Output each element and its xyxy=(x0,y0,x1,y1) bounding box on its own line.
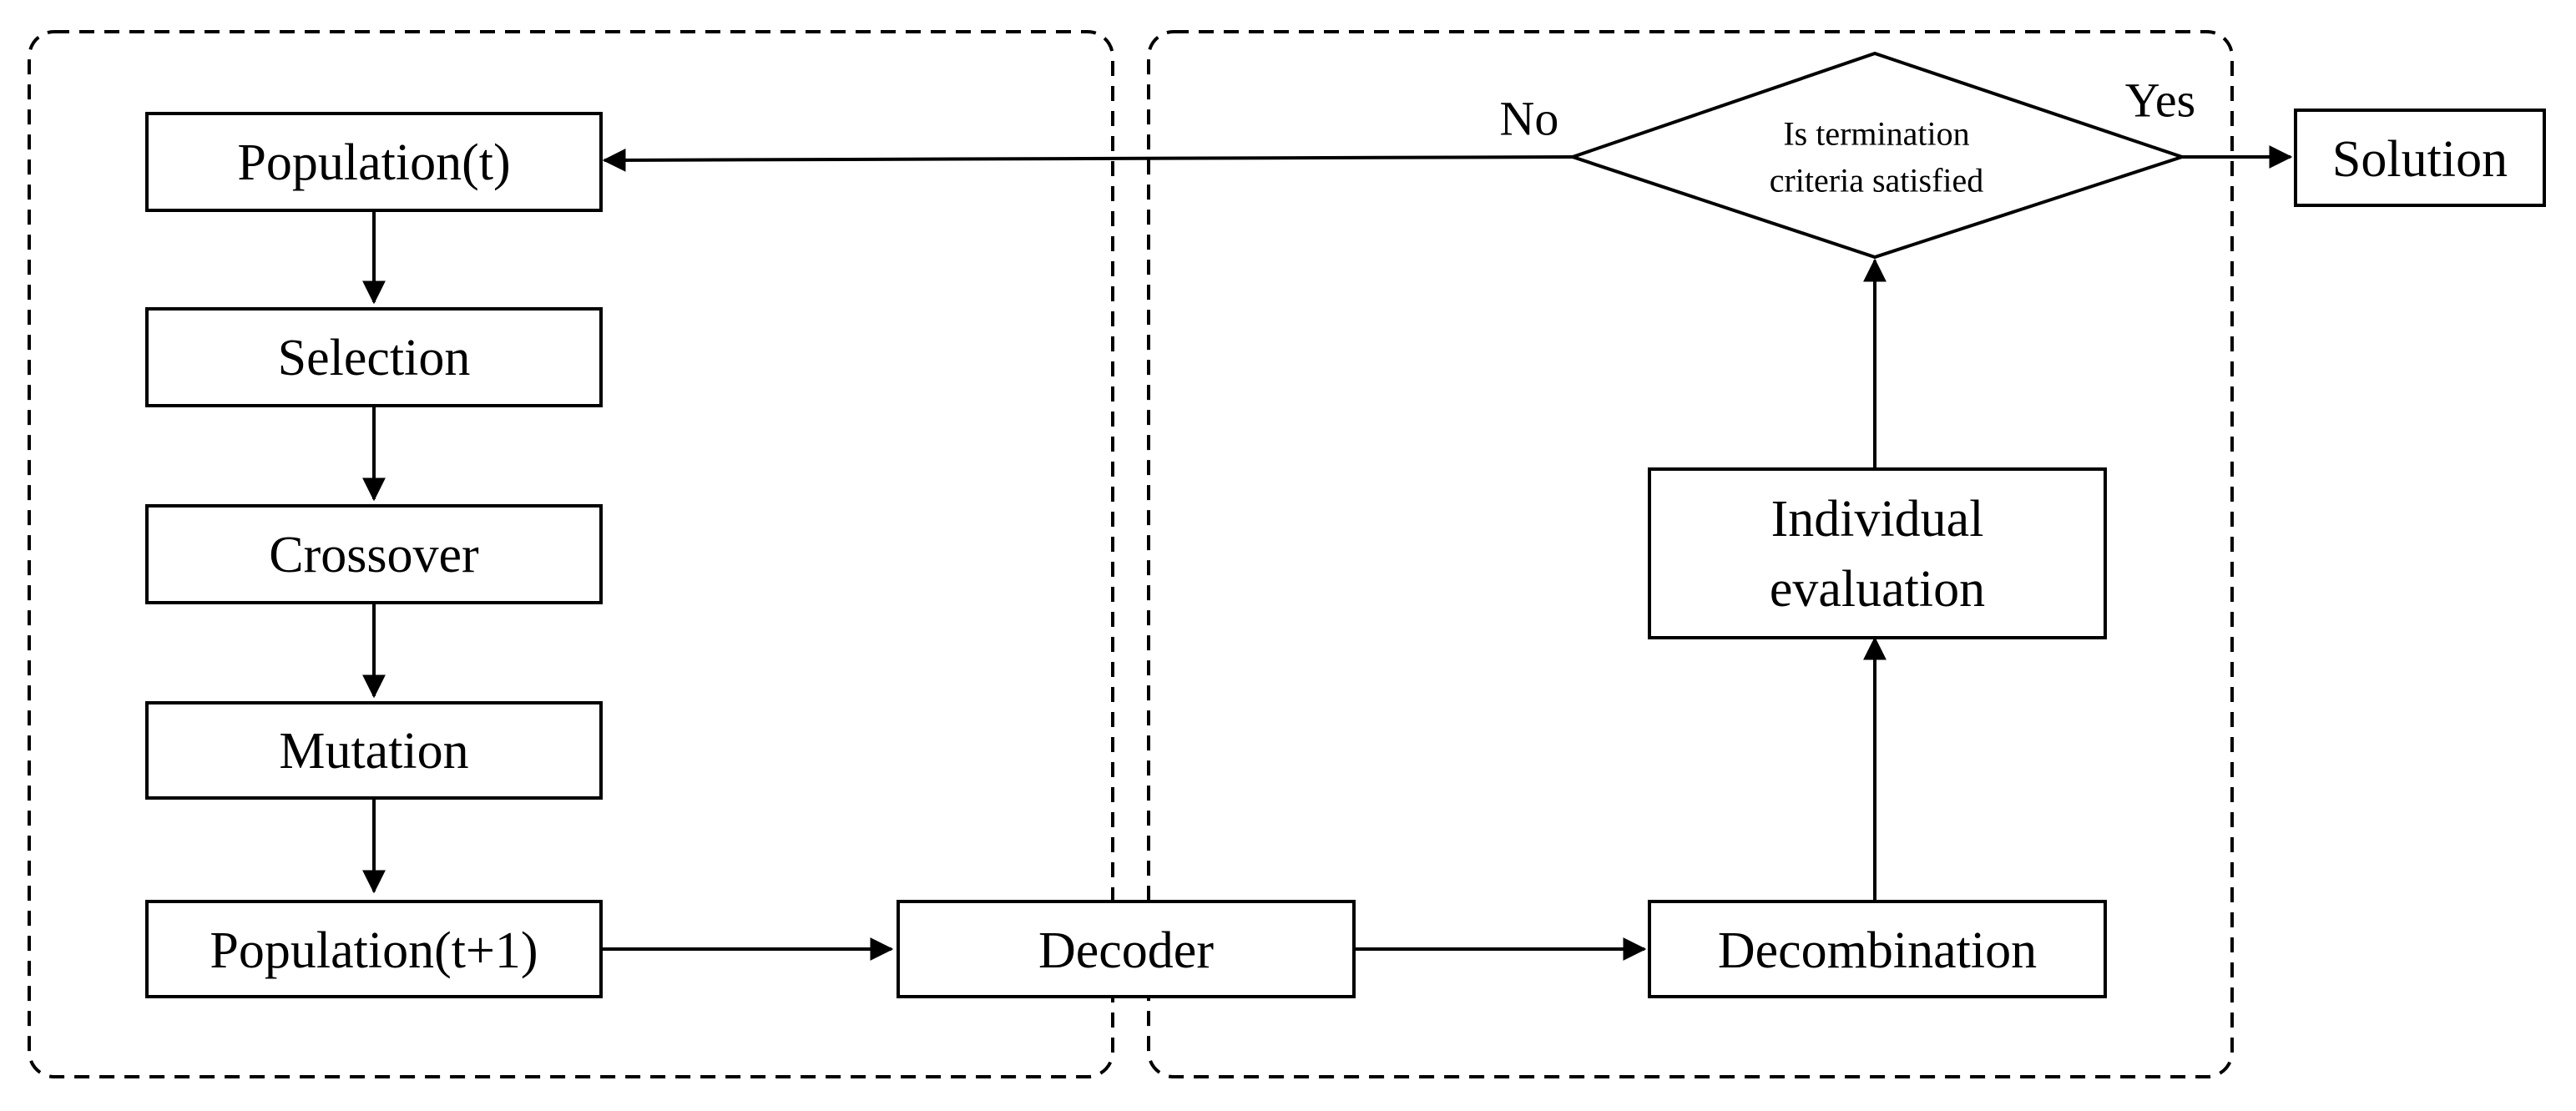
mutation-label: Mutation xyxy=(279,723,468,780)
crossover-box xyxy=(145,504,603,604)
population-t1-box xyxy=(145,900,603,998)
termination-label-line2: criteria satisfied xyxy=(1770,162,1984,199)
population-t-box xyxy=(145,112,603,212)
solution-label: Solution xyxy=(2332,131,2508,188)
population-t-label: Population(t) xyxy=(237,134,510,191)
decoder-box xyxy=(897,900,1356,998)
edge-termination-no-to-population xyxy=(602,148,1573,172)
population-t1-label: Population(t+1) xyxy=(210,922,538,979)
selection-box xyxy=(145,307,603,407)
mutation-box xyxy=(145,701,603,800)
individual-evaluation-label-line1: Individual xyxy=(1771,491,1984,548)
selection-label: Selection xyxy=(278,330,471,386)
decombination-label: Decombination xyxy=(1718,922,2037,979)
no-branch-label: No xyxy=(1500,92,1559,146)
termination-label-line1: Is termination xyxy=(1783,115,1969,153)
decombination-box xyxy=(1648,900,2107,998)
solution-box xyxy=(2294,109,2546,207)
individual-evaluation-box xyxy=(1648,467,2107,639)
termination-decision-diamond xyxy=(1567,51,2188,260)
individual-evaluation-label-line2: evaluation xyxy=(1770,561,1985,618)
yes-branch-label: Yes xyxy=(2125,73,2195,128)
decoder-label: Decoder xyxy=(1038,922,1214,979)
crossover-label: Crossover xyxy=(269,527,479,583)
